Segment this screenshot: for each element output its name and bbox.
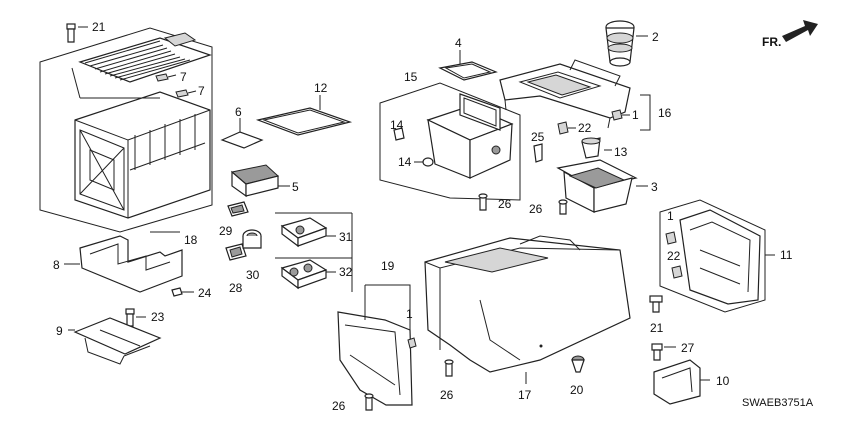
callout-14-upper: 14 <box>390 118 404 132</box>
callout-15: 15 <box>404 70 418 84</box>
bolt-27 <box>651 343 676 361</box>
callout-28: 28 <box>229 281 243 295</box>
front-direction-arrow: FR. <box>762 20 818 49</box>
clip-1-upper <box>611 109 630 121</box>
callout-30: 30 <box>246 268 260 282</box>
callout-19: 19 <box>381 259 395 273</box>
callout-21-top: 21 <box>92 20 106 34</box>
console-storage-box <box>71 32 212 219</box>
cup-holder-2 <box>605 20 648 67</box>
clip-14-upper <box>393 127 405 141</box>
front-direction-label: FR. <box>762 35 781 49</box>
callout-7-b: 7 <box>198 84 205 98</box>
callout-9: 9 <box>56 324 63 338</box>
callout-18: 18 <box>184 233 198 247</box>
clip-7 <box>155 73 197 98</box>
screw-26-body <box>444 359 454 377</box>
pocket-3 <box>556 159 648 213</box>
callout-1-right: 1 <box>667 209 674 223</box>
screw-26-pocket <box>558 199 568 215</box>
callout-5: 5 <box>292 180 299 194</box>
screw-25 <box>533 143 543 163</box>
callout-17: 17 <box>518 388 532 402</box>
callout-1-upper: 1 <box>632 108 639 122</box>
console-panel-16 <box>499 59 651 131</box>
callout-12: 12 <box>314 81 328 95</box>
callout-8: 8 <box>53 258 60 272</box>
tray-box-15 <box>426 93 514 179</box>
clip-1-panel-19 <box>407 337 417 349</box>
switch-28 <box>225 243 247 261</box>
callout-27: 27 <box>681 341 695 355</box>
callout-22-right: 22 <box>667 249 681 263</box>
bracket-8 <box>64 235 183 293</box>
callout-14-lower: 14 <box>398 155 412 169</box>
callout-32: 32 <box>339 265 353 279</box>
callout-26-panel: 26 <box>332 399 346 413</box>
panel-19 <box>337 284 413 406</box>
callout-24: 24 <box>198 286 212 300</box>
bracket-10 <box>653 359 710 405</box>
callout-26-body: 26 <box>440 388 454 402</box>
callout-11: 11 <box>780 248 793 262</box>
callout-20: 20 <box>570 383 584 397</box>
callout-26-upper: 26 <box>498 197 512 211</box>
clip-20 <box>571 355 585 373</box>
clip-22-upper <box>557 121 576 135</box>
callout-1-panel-19: 1 <box>406 307 413 321</box>
group-outline-11 <box>659 199 766 313</box>
callout-22-upper: 22 <box>578 121 592 135</box>
mat-6 <box>220 118 264 149</box>
screw-24 <box>171 287 194 297</box>
switch-31 <box>280 217 336 248</box>
callout-31: 31 <box>339 230 353 244</box>
bracket-9 <box>68 317 162 365</box>
clip-14-lower <box>414 157 434 167</box>
group-outline-18 <box>39 27 213 233</box>
switch-32 <box>280 259 336 290</box>
switch-29 <box>227 201 249 217</box>
clip-22-right <box>671 265 683 279</box>
bolt-21-top <box>66 23 88 43</box>
side-panel-11 <box>679 209 775 305</box>
callout-13: 13 <box>614 145 628 159</box>
bolt-23 <box>125 308 146 327</box>
callout-25: 25 <box>531 130 545 144</box>
callout-10: 10 <box>716 374 730 388</box>
callout-3: 3 <box>651 180 658 194</box>
callout-6: 6 <box>235 105 242 119</box>
switch-5 <box>230 164 290 198</box>
mat-4 <box>438 50 498 81</box>
callout-4: 4 <box>455 36 462 50</box>
callout-7-a: 7 <box>180 70 187 84</box>
callout-23: 23 <box>151 310 165 324</box>
cup-insert-13 <box>581 137 612 159</box>
screw-26-upper <box>478 193 488 211</box>
clip-1-right <box>665 231 677 245</box>
mat-12 <box>255 95 353 136</box>
screw-26-panel <box>364 393 374 411</box>
group-outline-15 <box>379 82 521 201</box>
diagram-code: SWAEB3751A <box>742 397 814 409</box>
bolt-21-right <box>649 295 663 313</box>
switch-group-box <box>275 212 353 292</box>
callout-29: 29 <box>219 224 233 238</box>
callout-26-pocket: 26 <box>529 202 543 216</box>
console-body-17 <box>424 235 631 384</box>
callout-16: 16 <box>658 106 672 120</box>
callout-2: 2 <box>652 30 659 44</box>
callout-21-right: 21 <box>650 321 664 335</box>
callout-labels: 21 2 4 7 7 15 16 12 6 1 22 14 25 13 14 5… <box>53 20 793 413</box>
socket-30 <box>242 229 262 249</box>
